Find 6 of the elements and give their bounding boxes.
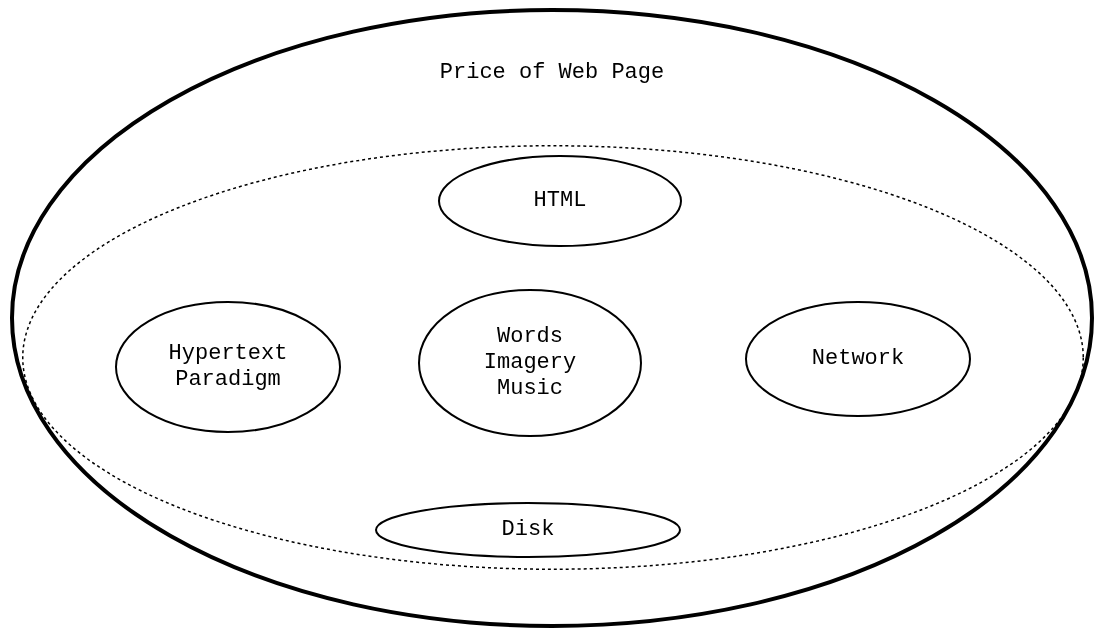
node-label: Network (810, 346, 906, 372)
node-label: Disk (500, 517, 556, 543)
title-label: Price of Web Page (438, 60, 666, 86)
node-label: HTML (532, 188, 588, 214)
node-label: Hypertext Paradigm (167, 341, 289, 393)
node-label: Words Imagery Music (482, 324, 578, 402)
